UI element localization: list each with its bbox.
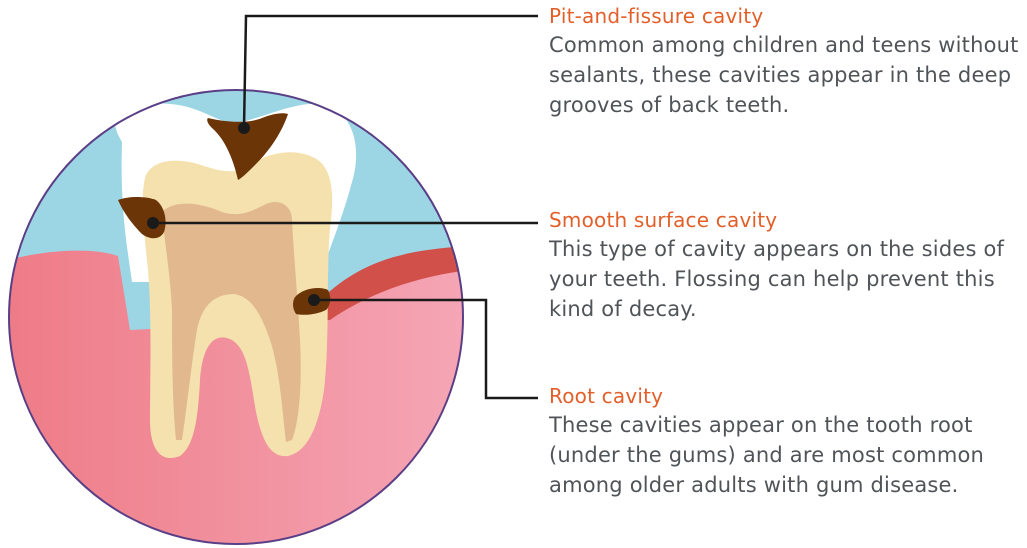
callout-description: These cavities appear on the tooth root …: [549, 410, 1027, 500]
callout-root: Root cavity These cavities appear on the…: [549, 384, 1027, 500]
callout-title: Pit-and-fissure cavity: [549, 4, 1027, 28]
callout-description: Common among children and teens without …: [549, 30, 1027, 120]
callout-title: Root cavity: [549, 384, 1027, 408]
callout-pit-and-fissure: Pit-and-fissure cavity Common among chil…: [549, 4, 1027, 120]
callout-description: This type of cavity appears on the sides…: [549, 234, 1027, 324]
callout-smooth-surface: Smooth surface cavity This type of cavit…: [549, 208, 1027, 324]
callout-title: Smooth surface cavity: [549, 208, 1027, 232]
